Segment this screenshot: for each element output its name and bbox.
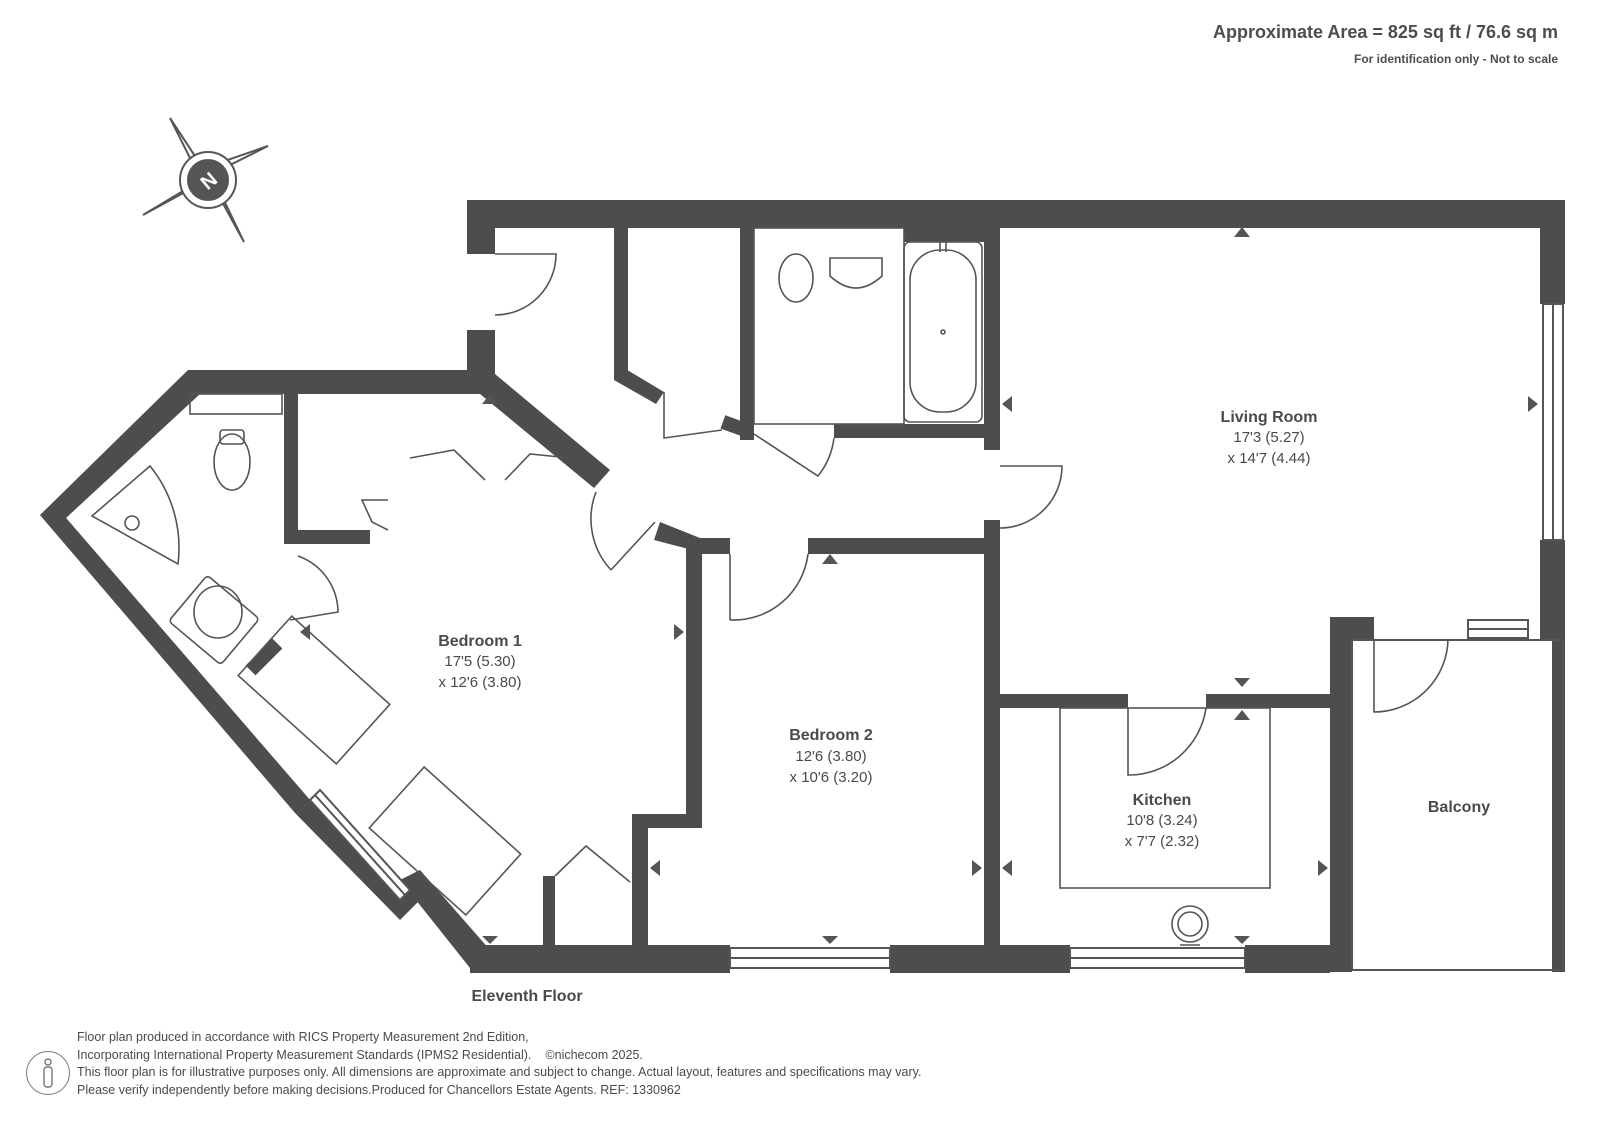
bedroom1-dim1: 17'5 (5.30) [444, 653, 515, 670]
footer-line2-wrap: Incorporating International Property Mea… [77, 1047, 921, 1065]
bedroom1-name: Bedroom 1 [438, 633, 522, 650]
north-compass-icon: N [142, 117, 269, 243]
kitchen-dim2: x 7'7 (2.32) [1125, 833, 1200, 850]
person-icon [43, 1058, 53, 1088]
footer-line3: This floor plan is for illustrative purp… [77, 1065, 922, 1079]
living-room-name: Living Room [1221, 409, 1318, 426]
dimension-markers [300, 227, 1538, 944]
bedroom1-dim2: x 12'6 (3.80) [439, 674, 522, 691]
copyright: ©nichecom 2025. [545, 1047, 643, 1062]
windows [308, 303, 1564, 969]
footer-line2: Incorporating International Property Mea… [77, 1047, 532, 1062]
footer-line4: Please verify independently before makin… [77, 1082, 681, 1097]
footer-line1: Floor plan produced in accordance with R… [77, 1030, 529, 1044]
floor-label: Eleventh Floor [471, 988, 582, 1005]
approximate-area: Approximate Area = 825 sq ft / 76.6 sq m [1213, 22, 1558, 42]
kitchen-name: Kitchen [1133, 792, 1192, 809]
balcony-area [1351, 639, 1564, 971]
bedroom2-dim1: 12'6 (3.80) [795, 748, 866, 765]
balcony-name: Balcony [1428, 799, 1490, 816]
room-labels: Living Room 17'3 (5.27) x 14'7 (4.44) Be… [438, 409, 1490, 1005]
living-room-dim1: 17'3 (5.27) [1233, 429, 1304, 446]
person-scale-icon [26, 1051, 70, 1095]
door-swings [289, 253, 1449, 883]
bedroom2-dim2: x 10'6 (3.20) [790, 769, 873, 786]
bedroom2-name: Bedroom 2 [789, 727, 873, 744]
walls [40, 200, 1565, 973]
living-room-dim2: x 14'7 (4.44) [1228, 450, 1311, 467]
fixtures [90, 227, 1271, 946]
scale-note: For identification only - Not to scale [1353, 52, 1558, 66]
footer-disclaimer: Floor plan produced in accordance with R… [77, 1029, 921, 1099]
kitchen-dim1: 10'8 (3.24) [1126, 812, 1197, 829]
